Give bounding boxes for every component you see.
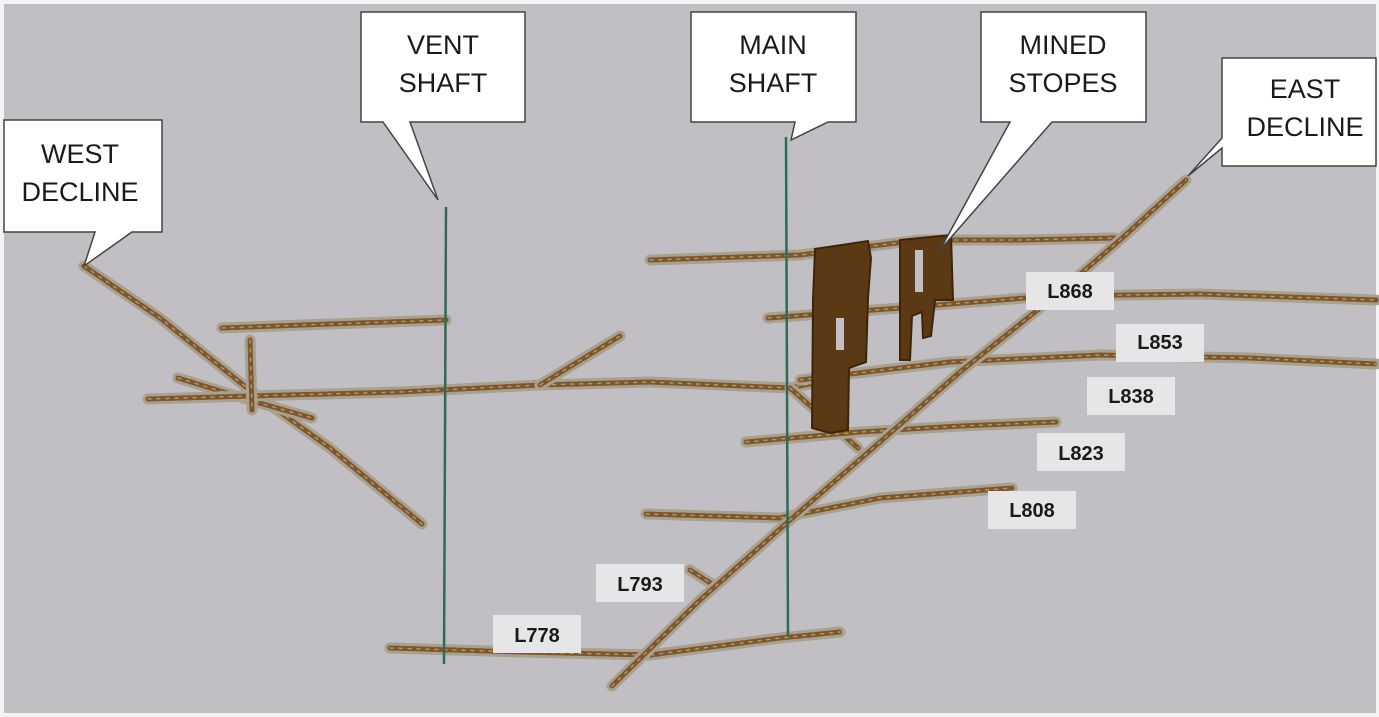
level-text-l838: L838 [1108,386,1154,408]
stope-inset-east [915,250,923,292]
callout-vent-shaft-line2: SHAFT [399,68,488,98]
callout-east-decline-line2: DECLINE [1246,112,1363,142]
callout-east-decline: EAST DECLINE [1187,57,1377,177]
level-text-l868: L868 [1047,281,1093,303]
stope-block-east [899,233,955,361]
mined-stopes-blocks [810,233,955,435]
level-label-l838: L838 [1087,377,1175,415]
drift-l793-stub [684,564,718,590]
level-label-l868: L868 [1026,272,1114,310]
drift-vertical-west [244,334,258,416]
callout-east-decline-line1: EAST [1270,74,1341,104]
callout-mined-stopes: MINED STOPES [939,11,1147,251]
drift-l853 [794,349,1379,386]
level-label-l778: L778 [493,615,581,653]
drifts-layer [78,174,1379,692]
callout-mined-stopes-line2: STOPES [1008,68,1117,98]
main-shaft-line [784,136,790,637]
level-text-l778: L778 [514,625,560,647]
drift-mid-branch-up [534,330,626,391]
drift-upper-west [216,314,452,334]
stope-inset-west [836,318,844,350]
drift-l808 [640,482,1018,524]
callout-vent-shaft-line1: VENT [407,30,479,60]
level-label-l823: L823 [1037,433,1125,471]
level-text-l793: L793 [617,574,663,596]
level-label-l793: L793 [596,564,684,602]
callout-main-shaft: MAIN SHAFT [690,11,857,142]
level-label-l853: L853 [1116,324,1204,362]
level-text-l823: L823 [1058,443,1104,465]
level-label-l808: L808 [988,491,1076,529]
callout-mined-stopes-line1: MINED [1020,30,1107,60]
level-text-l853: L853 [1137,332,1183,354]
east-decline-drift [606,174,1192,692]
callout-west-decline: WEST DECLINE [3,119,163,268]
callout-main-shaft-line1: MAIN [739,30,807,60]
drift-l823 [740,416,1062,448]
vent-shaft-line [442,206,448,665]
callout-west-decline-line1: WEST [41,139,119,169]
callout-west-decline-line2: DECLINE [21,177,138,207]
callout-vent-shaft: VENT SHAFT [360,11,526,201]
level-text-l808: L808 [1009,500,1055,522]
callout-main-shaft-line2: SHAFT [729,68,818,98]
